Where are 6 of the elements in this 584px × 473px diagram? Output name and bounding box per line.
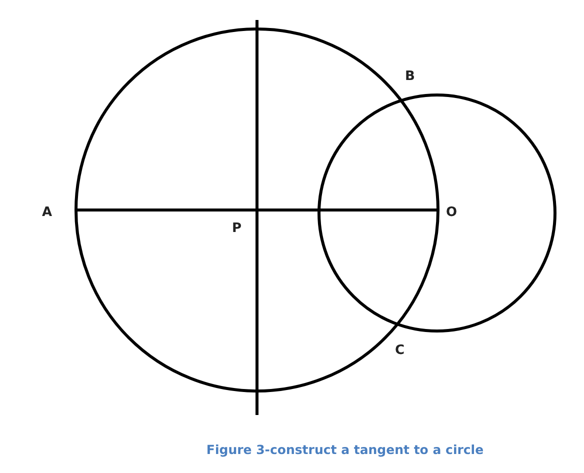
point-label: C bbox=[395, 344, 405, 357]
point-label: B bbox=[405, 70, 415, 83]
point-label: P bbox=[232, 222, 242, 235]
point-label: O bbox=[446, 206, 458, 219]
figure-caption: Figure 3-construct a tangent to a circle bbox=[205, 442, 485, 457]
point-label: A bbox=[42, 206, 52, 219]
